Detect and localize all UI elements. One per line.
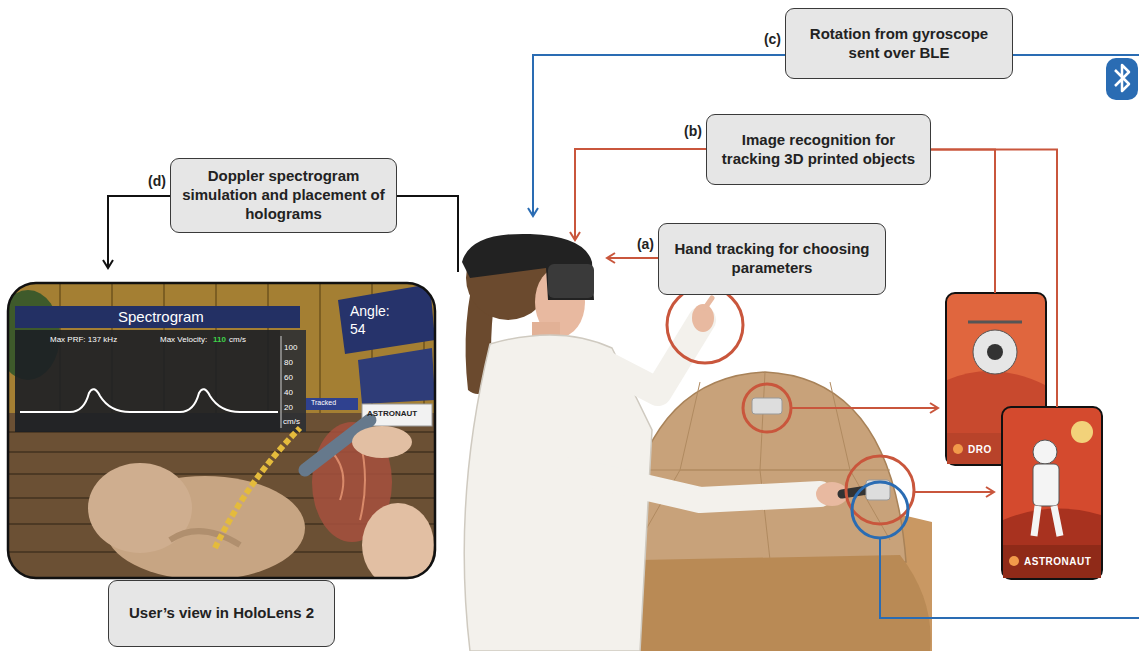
hololens-screenshot-part <box>280 330 306 432</box>
callout-letter: (a) <box>637 236 654 252</box>
hololens-screenshot-part <box>306 398 358 410</box>
hololens-screenshot-part <box>215 428 300 548</box>
image-card: DRO <box>946 293 1046 465</box>
user-photo-part <box>462 234 594 300</box>
process-box: (a)Hand tracking for choosing parameters <box>658 223 886 295</box>
astronaut-card-part <box>1033 464 1059 506</box>
user-photo-part <box>600 320 702 392</box>
leader-lines-part <box>108 196 170 268</box>
leader-lines-part <box>792 407 938 409</box>
box-text: Hand tracking for choosing parameters <box>659 236 885 282</box>
screen-label: 60 <box>284 374 293 383</box>
screen-label: 110 <box>213 336 226 345</box>
box-text: Rotation from gyroscope sent over BLE <box>786 21 1012 67</box>
leader-lines-part <box>880 538 1139 618</box>
leader-lines-part <box>607 257 658 259</box>
callout-letter: (c) <box>764 31 781 47</box>
hololens-screenshot-part <box>281 336 282 428</box>
screen-label: 40 <box>284 389 293 398</box>
user-photo-part <box>611 555 931 651</box>
screen-label: Max PRF: 137 kHz <box>50 336 117 345</box>
screen-label: cm/s <box>229 336 246 345</box>
hololens-screenshot-part <box>20 389 278 412</box>
drone-card-part <box>968 321 1022 324</box>
leader-lines-part <box>667 287 743 363</box>
astronaut-card-part <box>1003 509 1101 545</box>
bluetooth-icon-part <box>1106 58 1138 100</box>
card-title: ASTRONAUT <box>1024 556 1091 567</box>
hololens-screenshot-part <box>338 284 435 354</box>
connector <box>931 150 1057 408</box>
screen-label: Spectrogram <box>118 309 204 326</box>
astronaut-card-part <box>1033 440 1057 464</box>
screen-label: 54 <box>350 322 366 337</box>
box-text: User’s view in HoloLens 2 <box>119 600 324 627</box>
process-box: (c)Rotation from gyroscope sent over BLE <box>785 8 1013 79</box>
screen-label: cm/s <box>283 418 300 427</box>
hololens-screenshot-part <box>352 426 412 458</box>
leader-lines-part <box>846 456 914 524</box>
drone-card-part <box>953 444 963 454</box>
hololens-screenshot-part <box>15 306 300 328</box>
hololens-screenshot-part <box>358 348 435 404</box>
card-title: DRO <box>968 444 992 455</box>
leader-lines-part <box>852 482 908 538</box>
callout-letter: (b) <box>684 123 702 139</box>
box-text: Doppler spectrogram simulation and place… <box>171 163 396 227</box>
hololens-screenshot-part <box>362 503 434 578</box>
user-photo-part <box>548 264 594 298</box>
astronaut-card-part <box>1002 407 1102 579</box>
hololens-screenshot-part <box>15 330 280 432</box>
screen-label: Angle: <box>350 304 390 319</box>
bluetooth-icon <box>1106 58 1138 100</box>
callout-letter: (d) <box>148 173 166 189</box>
drone-card-part <box>973 330 1017 374</box>
box-text: Image recognition for tracking 3D printe… <box>707 127 930 173</box>
user-photo-part <box>705 298 712 308</box>
screen-label: 100 <box>284 344 297 353</box>
user-photo-part <box>752 398 782 414</box>
leader-lines-part <box>743 384 791 432</box>
hololens-screenshot <box>8 283 435 578</box>
astronaut-card-part <box>1034 506 1060 536</box>
bluetooth-icon-part <box>1115 65 1129 91</box>
image-card: ASTRONAUT <box>1002 407 1102 579</box>
hololens-screenshot-part <box>170 531 240 545</box>
user-photo-part <box>570 470 820 500</box>
leader-lines <box>108 55 1139 618</box>
caption-box: User’s view in HoloLens 2 <box>108 580 335 647</box>
screen-label: 80 <box>284 359 293 368</box>
connector <box>931 150 995 294</box>
user-photo <box>462 234 932 651</box>
astronaut-card-part <box>1009 556 1019 566</box>
process-box: (b)Image recognition for tracking 3D pri… <box>706 114 931 185</box>
screen-label: ASTRONAUT <box>367 410 417 419</box>
process-box: (d)Doppler spectrogram simulation and pl… <box>170 158 397 233</box>
astronaut-card-part <box>1071 421 1093 443</box>
drone-card-part <box>987 344 1003 360</box>
astronaut-card <box>1002 407 1102 579</box>
screen-label: Max Velocity: <box>160 336 207 345</box>
astronaut-card-part <box>1003 545 1101 578</box>
screenshot-frame <box>8 283 435 578</box>
screen-label: Tracked <box>311 399 336 407</box>
leader-lines-part <box>1013 54 1139 56</box>
user-photo-part <box>640 372 890 560</box>
screen-label: 20 <box>284 404 293 413</box>
leader-lines-part <box>397 196 458 272</box>
leader-lines-part <box>914 491 994 493</box>
